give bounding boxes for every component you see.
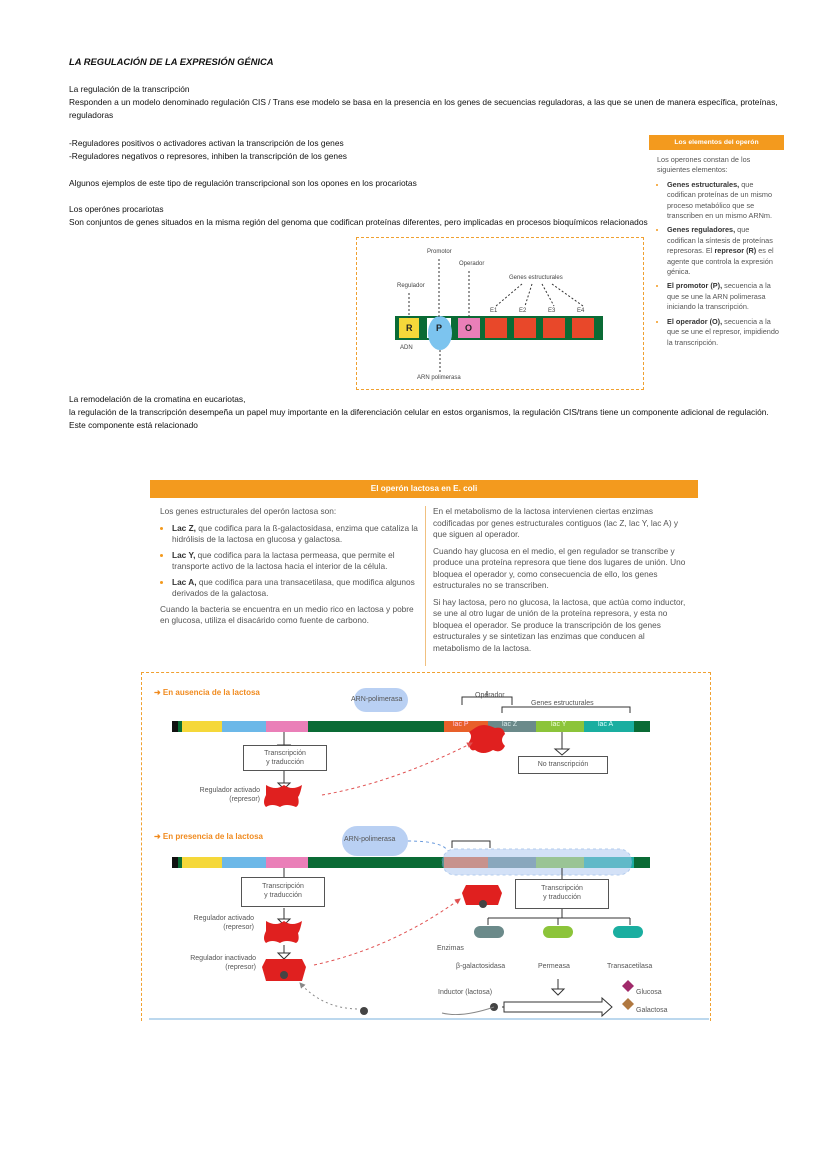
panel-header: Los elementos del operón bbox=[649, 135, 784, 150]
promotor-label: Promotor bbox=[427, 249, 452, 255]
gene-e3: E3 bbox=[548, 308, 556, 314]
paragraph: Si hay lactosa, pero no glucosa, la lact… bbox=[433, 596, 686, 653]
notes-line: -Reguladores negativos o represores, inh… bbox=[69, 151, 347, 161]
operon-diagram bbox=[395, 259, 603, 372]
galactosa-label: Galactosa bbox=[636, 1007, 668, 1014]
presence-heading: ➜ En presencia de la lactosa bbox=[154, 832, 263, 841]
genes-label: Genes estructurales bbox=[509, 275, 563, 281]
arn-pol-label: ARN-polimerasa bbox=[344, 836, 396, 843]
column-divider bbox=[425, 506, 426, 666]
notes-line: reguladoras bbox=[69, 110, 114, 120]
paragraph: Los genes estructurales del operón lacto… bbox=[160, 506, 337, 516]
paragraph: Cuando hay glucosa en el medio, el gen r… bbox=[433, 545, 686, 591]
enzyme-label: Permeasa bbox=[538, 963, 570, 970]
list-item: El promotor (P), secuencia a la que se u… bbox=[667, 281, 780, 312]
list-item: Genes estructurales, que codifican prote… bbox=[667, 180, 780, 222]
inductor-label: Inductor (lactosa) bbox=[438, 989, 493, 996]
lac-a-label: lac A bbox=[598, 721, 614, 728]
notes-line: Este componente está relacionado bbox=[69, 420, 198, 430]
notes-line: la regulación de la transcripción desemp… bbox=[69, 407, 769, 417]
lac-regulation-diagram: ➜ En ausencia de la lactosa ARN-polimera… bbox=[141, 672, 711, 1021]
operon-figure: Promotor Operador Regulador Genes estruc… bbox=[356, 237, 644, 390]
list-item: Lac Z, que codifica para la ß-galactosid… bbox=[172, 523, 419, 546]
paragraph: Cuando la bacteria se encuentra en un me… bbox=[160, 603, 414, 626]
operon-elements-panel: Los elementos del operón Los operones co… bbox=[649, 135, 784, 383]
enzyme-label: Transacetilasa bbox=[607, 963, 653, 970]
notes-line: La regulación de la transcripción bbox=[69, 84, 190, 94]
divider bbox=[149, 1018, 709, 1020]
regulator-label: Regulador activado(represor) bbox=[199, 787, 260, 803]
no-transcription-box: No transcripción bbox=[518, 756, 608, 774]
notes-line: Responden a un modelo denominado regulac… bbox=[69, 97, 778, 107]
left-column: Los genes estructurales del operón lacto… bbox=[160, 506, 419, 659]
gene-e4: E4 bbox=[577, 308, 585, 314]
arn-pol-label: ARN-polimerasa bbox=[351, 696, 403, 703]
list-item: El operador (O), secuencia a la que se u… bbox=[667, 317, 780, 348]
notes-line: -Reguladores positivos o activadores act… bbox=[69, 138, 344, 148]
lac-z-label: lac Z bbox=[502, 721, 518, 728]
regulation-graphic bbox=[172, 688, 650, 1018]
lac-operon-panel: El operón lactosa en E. coli Los genes e… bbox=[150, 480, 698, 670]
regulator-label: Regulador activado(represor) bbox=[193, 915, 254, 931]
gene-e2: E2 bbox=[519, 308, 527, 314]
panel-intro: Los operones constan de los siguientes e… bbox=[657, 155, 751, 175]
panel-header: El operón lactosa en E. coli bbox=[150, 480, 698, 498]
notes-line: Los operónes procariotas bbox=[69, 204, 164, 214]
operador-label: Operador bbox=[475, 692, 505, 699]
list-item: Lac A, que codifica para una transacetil… bbox=[172, 577, 419, 600]
enzyme-label: β-galactosidasa bbox=[456, 963, 506, 970]
regulador-label: Regulador bbox=[397, 283, 425, 289]
regulator-label: Regulador inactivado(represor) bbox=[190, 955, 256, 971]
glucosa-label: Glucosa bbox=[636, 989, 662, 996]
page-title: LA REGULACIÓN DE LA EXPRESIÓN GÉNICA bbox=[69, 56, 274, 67]
gene-e1: E1 bbox=[490, 308, 498, 314]
lac-y-label: lac Y bbox=[551, 721, 567, 728]
genes-label: Genes estructurales bbox=[531, 700, 594, 707]
enzimas-label: Enzimas bbox=[437, 945, 464, 952]
notes-line: Son conjuntos de genes situados en la mi… bbox=[69, 217, 648, 227]
absence-heading: ➜ En ausencia de la lactosa bbox=[154, 688, 260, 697]
paragraph: En el metabolismo de la lactosa intervie… bbox=[433, 506, 679, 539]
lac-p-label: lac P bbox=[453, 721, 469, 728]
right-column: En el metabolismo de la lactosa intervie… bbox=[433, 506, 692, 659]
notes-line: La remodelación de la cromatina en eucar… bbox=[69, 394, 246, 404]
notes-line: Algunos ejemplos de este tipo de regulac… bbox=[69, 178, 417, 188]
list-item: Genes reguladores, que codifican la sínt… bbox=[667, 225, 780, 277]
gene-o: O bbox=[465, 323, 473, 333]
adn-label: ADN bbox=[400, 345, 413, 351]
list-item: Lac Y, que codifica para la lactasa perm… bbox=[172, 550, 419, 573]
operador-label: Operador bbox=[459, 261, 485, 267]
gene-r: R bbox=[406, 323, 413, 333]
gene-p: P bbox=[436, 323, 443, 333]
arn-pol-label: ARN polimerasa bbox=[417, 375, 461, 381]
